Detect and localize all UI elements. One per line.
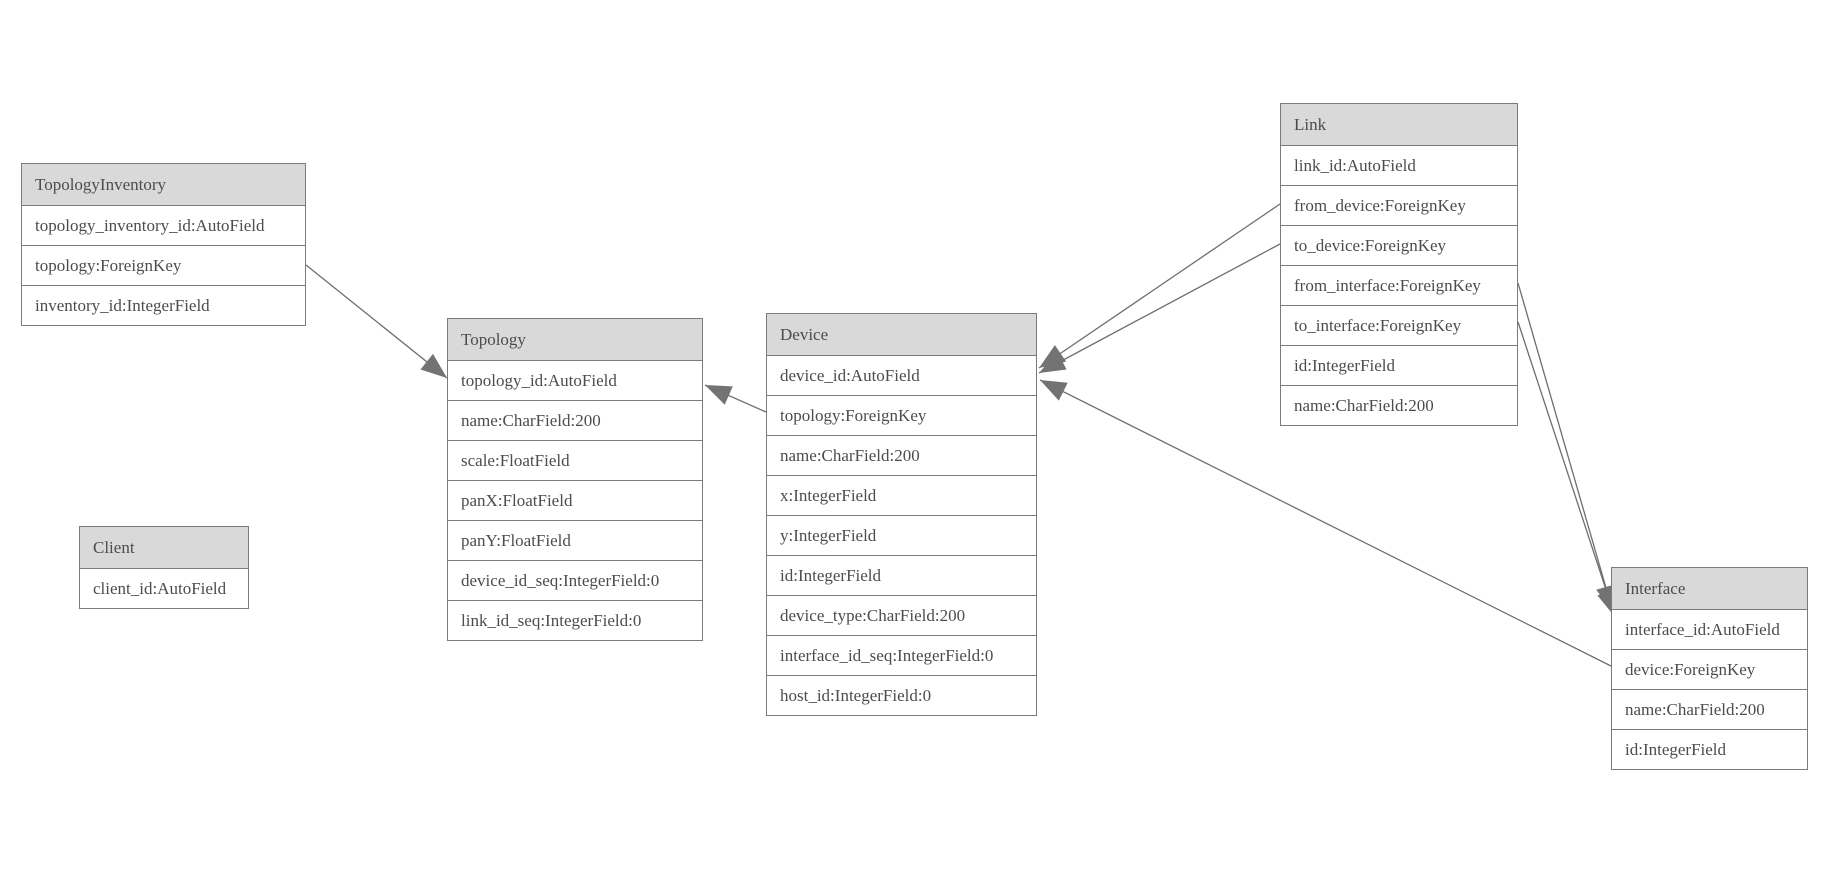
entity-field-row: x:IntegerField xyxy=(767,475,1036,515)
entity-field-row: link_id_seq:IntegerField:0 xyxy=(448,600,702,640)
entity-field-row: link_id:AutoField xyxy=(1281,145,1517,185)
entity-title: Link xyxy=(1281,104,1517,145)
entity-field-row: id:IntegerField xyxy=(1612,729,1807,769)
entity-title: Device xyxy=(767,314,1036,355)
entity-field-row: to_interface:ForeignKey xyxy=(1281,305,1517,345)
entity-field-row: device_id_seq:IntegerField:0 xyxy=(448,560,702,600)
relation-line-link-to_interface xyxy=(1517,321,1616,618)
entity-field-row: interface_id_seq:IntegerField:0 xyxy=(767,635,1036,675)
entity-field-row: device_id:AutoField xyxy=(767,355,1036,395)
entity-field-row: device:ForeignKey xyxy=(1612,649,1807,689)
relation-line-link-from_interface xyxy=(1517,282,1614,613)
entity-field-row: id:IntegerField xyxy=(767,555,1036,595)
entity-field-row: topology:ForeignKey xyxy=(767,395,1036,435)
entity-field-row: interface_id:AutoField xyxy=(1612,609,1807,649)
relation-line-link-from_device xyxy=(1038,203,1281,369)
entity-field-row: panY:FloatField xyxy=(448,520,702,560)
entity-field-row: panX:FloatField xyxy=(448,480,702,520)
entity-title: TopologyInventory xyxy=(22,164,305,205)
entity-field-row: id:IntegerField xyxy=(1281,345,1517,385)
entity-field-row: name:CharField:200 xyxy=(1281,385,1517,425)
entity-title: Client xyxy=(80,527,248,568)
relation-arrowhead xyxy=(1039,351,1067,373)
entity-field-row: topology:ForeignKey xyxy=(22,245,305,285)
entity-title: Interface xyxy=(1612,568,1807,609)
entity-field-row: y:IntegerField xyxy=(767,515,1036,555)
entity-field-row: host_id:IntegerField:0 xyxy=(767,675,1036,715)
relation-arrowhead xyxy=(1040,380,1068,401)
entity-field-row: name:CharField:200 xyxy=(767,435,1036,475)
entity-field-row: name:CharField:200 xyxy=(448,400,702,440)
entity-field-row: from_interface:ForeignKey xyxy=(1281,265,1517,305)
relation-arrowhead xyxy=(705,385,733,405)
entity-field-row: to_device:ForeignKey xyxy=(1281,225,1517,265)
relation-line-link-to_device xyxy=(1038,243,1281,374)
entity-field-row: name:CharField:200 xyxy=(1612,689,1807,729)
entity-field-row: client_id:AutoField xyxy=(80,568,248,608)
entity-field-row: topology_id:AutoField xyxy=(448,360,702,400)
entity-field-row: scale:FloatField xyxy=(448,440,702,480)
entity-field-row: device_type:CharField:200 xyxy=(767,595,1036,635)
relation-arrowhead xyxy=(420,353,447,378)
relation-line-topologyinventory-topology xyxy=(305,264,448,379)
relation-arrowhead xyxy=(1039,345,1067,368)
entity-field-row: from_device:ForeignKey xyxy=(1281,185,1517,225)
entity-title: Topology xyxy=(448,319,702,360)
relation-line-device-topology xyxy=(704,384,767,413)
entity-field-row: topology_inventory_id:AutoField xyxy=(22,205,305,245)
entity-field-row: inventory_id:IntegerField xyxy=(22,285,305,325)
